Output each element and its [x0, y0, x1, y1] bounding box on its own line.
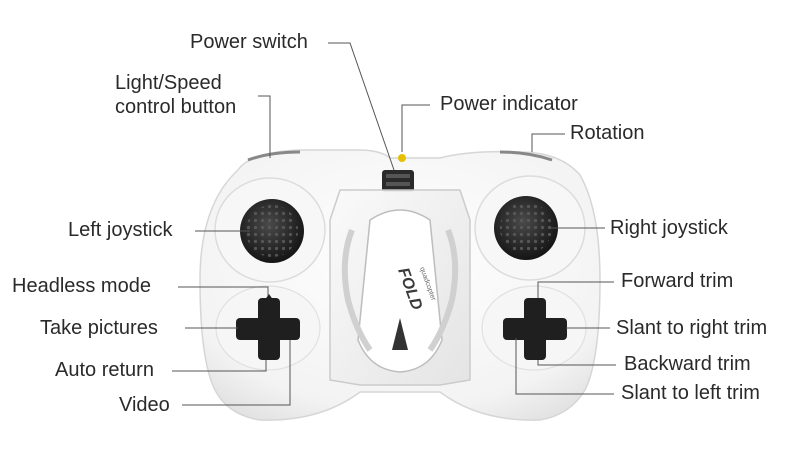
label-auto-return: Auto return: [55, 359, 154, 381]
label-slant-right-trim: Slant to right trim: [616, 317, 768, 339]
drone-arrow: [392, 318, 408, 350]
left-dpad[interactable]: [236, 294, 300, 360]
right-dpad[interactable]: [503, 298, 567, 360]
label-forward-trim: Forward trim: [621, 270, 734, 292]
label-right-joystick: Right joystick: [610, 217, 728, 239]
power-indicator-light: [398, 154, 406, 162]
label-left-joystick: Left joystick: [68, 219, 173, 241]
light-speed-button[interactable]: [247, 150, 301, 162]
drone-arm-left: [341, 228, 373, 352]
power-switch-ridge: [386, 174, 410, 178]
label-slant-left-trim: Slant to left trim: [621, 382, 760, 404]
label-video: Video: [119, 394, 170, 416]
label-light-speed-line2: control button: [115, 96, 237, 118]
left-joystick-grip: [246, 205, 298, 257]
power-switch-ridge: [386, 182, 410, 186]
rotation-button[interactable]: [499, 150, 553, 162]
label-power-switch: Power switch: [190, 31, 308, 53]
power-switch[interactable]: [382, 170, 414, 192]
folded-drone: [357, 209, 443, 373]
label-power-indicator: Power indicator: [440, 93, 578, 115]
label-backward-trim: Backward trim: [624, 353, 751, 375]
label-rotation: Rotation: [570, 122, 645, 144]
drone-arm-right: [427, 228, 459, 352]
right-joystick-grip: [500, 202, 552, 254]
label-headless-mode: Headless mode: [12, 275, 151, 297]
label-take-pictures: Take pictures: [40, 317, 158, 339]
leader-lines: [172, 42, 616, 406]
label-light-speed-line1: Light/Speed: [115, 72, 222, 94]
